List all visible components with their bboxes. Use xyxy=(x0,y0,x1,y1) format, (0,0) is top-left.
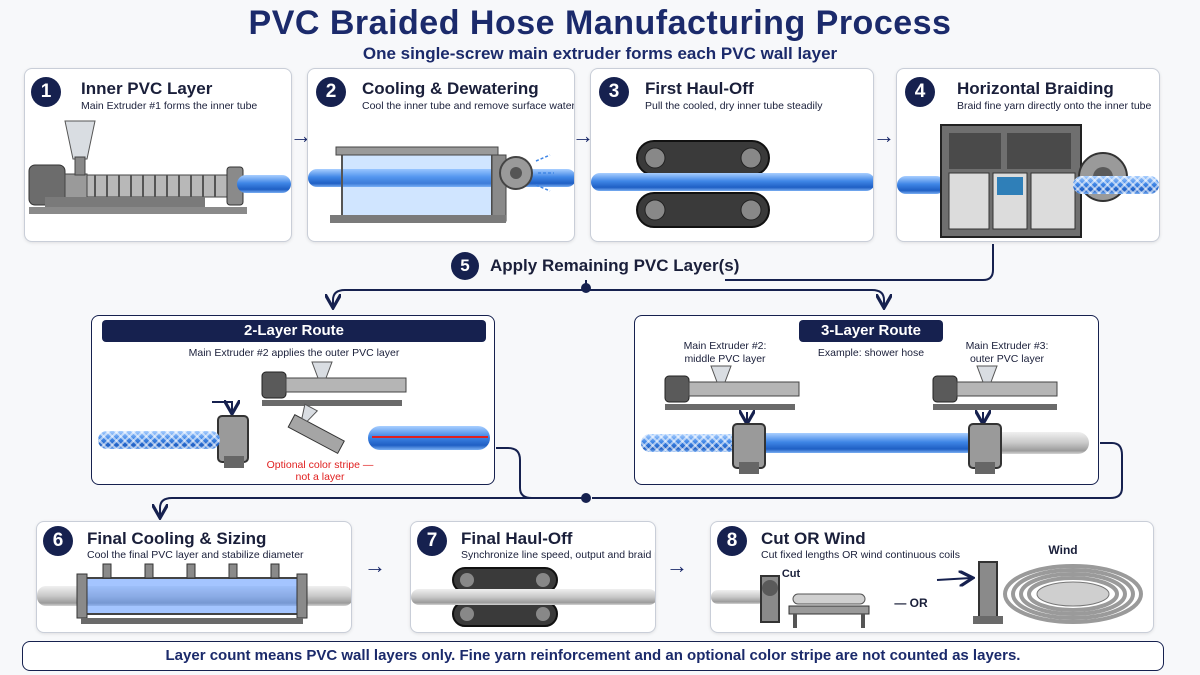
braiding-machine-illustration xyxy=(940,124,1128,238)
sizing-tank-illustration xyxy=(76,563,308,624)
inner-tube xyxy=(237,175,291,193)
cut-label: Cut xyxy=(781,568,801,580)
step-8-desc: Cut fixed lengths OR wind continuous coi… xyxy=(761,549,961,561)
arrow-2-to-3: → xyxy=(572,123,594,148)
step-1-title: Inner PVC Layer xyxy=(81,79,213,98)
hauled-tube xyxy=(591,173,873,191)
step-6-title: Final Cooling & Sizing xyxy=(87,529,267,548)
step-2-desc: Cool the inner tube and remove surface w… xyxy=(362,100,575,112)
route-2-layer-title: 2-Layer Route xyxy=(102,320,486,342)
step-6-badge: 6 xyxy=(43,526,73,556)
step-3-panel: 3 First Haul-Off Pull the cooled, dry in… xyxy=(590,68,874,242)
route-3-outer-tube xyxy=(991,432,1089,454)
route-3-middle-tube xyxy=(755,433,975,453)
route-3-example: Example: shower hose xyxy=(817,347,925,359)
haul-off-2-illustration xyxy=(452,567,558,627)
step-8-panel: 8 Cut OR Wind Cut fixed lengths OR wind … xyxy=(710,521,1154,633)
step-8-title: Cut OR Wind xyxy=(761,529,866,548)
route-2-layer-desc: Main Extruder #2 applies the outer PVC l… xyxy=(188,347,400,359)
route-2-outer-tube xyxy=(368,426,490,450)
step-7-panel: 7 Final Haul-Off Synchronize line speed,… xyxy=(410,521,656,633)
step-3-badge: 3 xyxy=(599,77,629,107)
wind-label: Wind xyxy=(1048,543,1078,557)
step-1-desc: Main Extruder #1 forms the inner tube xyxy=(81,100,258,112)
arrow-6-to-7: → xyxy=(364,553,386,578)
step-2-panel: 2 Cooling & Dewatering Cool the inner tu… xyxy=(307,68,575,242)
arrow-7-to-8: → xyxy=(666,553,688,578)
step-4-panel: 4 Horizontal Braiding Braid fine yarn di… xyxy=(896,68,1160,242)
braided-tube xyxy=(1073,176,1159,194)
extruder-2-label-2: middle PVC layer xyxy=(684,353,766,365)
step-5-badge: 5 xyxy=(451,252,479,280)
route-2-braided-tube xyxy=(98,431,220,449)
step-4-desc: Braid fine yarn directly onto the inner … xyxy=(957,100,1152,112)
step-1-panel: 1 Inner PVC Layer Main Extruder #1 forms… xyxy=(24,68,292,242)
step-4-badge: 4 xyxy=(905,77,935,107)
extruder-1-illustration xyxy=(28,120,247,214)
route-3-dies xyxy=(732,423,1002,474)
step-5-title: Apply Remaining PVC Layer(s) xyxy=(490,256,740,275)
cut-wind-illustration xyxy=(760,561,1143,628)
route-3-layer-panel: 3-Layer Route Example: shower hose Main … xyxy=(634,315,1099,485)
step-4-title: Horizontal Braiding xyxy=(957,79,1114,98)
cut-input-tube xyxy=(711,590,765,604)
route-3-braided-tube xyxy=(641,434,741,452)
extruder-3-label-2: outer PVC layer xyxy=(969,353,1045,365)
step-7-desc: Synchronize line speed, output and braid… xyxy=(461,549,656,561)
step-6-panel: 6 Final Cooling & Sizing Cool the final … xyxy=(36,521,352,633)
cooling-tank-illustration xyxy=(330,146,554,223)
step-1-badge: 1 xyxy=(31,77,61,107)
page-subtitle: One single-screw main extruder forms eac… xyxy=(362,44,838,63)
route-3-layer-title: 3-Layer Route xyxy=(799,320,943,342)
braider-inlet-tube xyxy=(897,176,945,194)
arrow-1-to-2: → xyxy=(290,123,312,148)
haul-off-1-illustration xyxy=(636,140,770,228)
or-label: — OR xyxy=(894,596,928,610)
step-6-desc: Cool the final PVC layer and stabilize d… xyxy=(87,549,304,561)
step-8-badge: 8 xyxy=(717,526,747,556)
extruder-3-label-1: Main Extruder #3: xyxy=(965,340,1049,352)
extruders-2-3-illustration xyxy=(664,365,1058,486)
color-stripe xyxy=(372,436,488,438)
footer-note: Layer count means PVC wall layers only. … xyxy=(22,641,1164,671)
route-2-layer-panel: 2-Layer Route Main Extruder #2 applies t… xyxy=(91,315,495,485)
stripe-note-line-1: Optional color stripe — xyxy=(266,459,374,471)
extruder-2-illustration xyxy=(212,361,407,468)
step-2-title: Cooling & Dewatering xyxy=(362,79,539,98)
final-hauled-tube xyxy=(411,589,655,605)
step-7-title: Final Haul-Off xyxy=(461,529,573,548)
extruder-2-label-1: Main Extruder #2: xyxy=(683,340,767,352)
stripe-note-line-2: not a layer xyxy=(295,471,345,483)
step-3-desc: Pull the cooled, dry inner tube steadily xyxy=(645,100,823,112)
step-2-badge: 2 xyxy=(316,77,346,107)
step-3-title: First Haul-Off xyxy=(645,79,754,98)
arrow-3-to-4: → xyxy=(873,123,895,148)
step-7-badge: 7 xyxy=(417,526,447,556)
page-title: PVC Braided Hose Manufacturing Process xyxy=(248,4,952,42)
